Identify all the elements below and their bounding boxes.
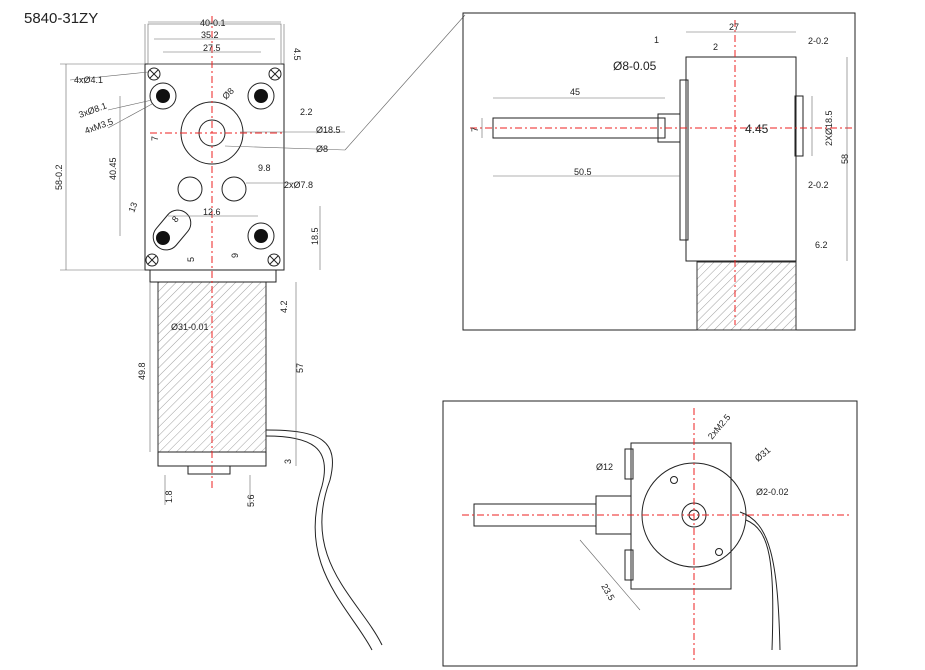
- dim-3: 3: [283, 459, 293, 464]
- side-dim-7: 7: [470, 127, 480, 132]
- dim-7: 7: [150, 136, 160, 141]
- side-dim-6-2: 6.2: [815, 240, 828, 250]
- dim-hole-3x: 3xØ8.1: [77, 101, 108, 120]
- rear-dim-23-5: 23.5: [599, 582, 616, 602]
- dim-40: 40-0.1: [200, 18, 226, 28]
- dim-boss-18-5: Ø18.5: [316, 125, 341, 135]
- dim-4-5: 4.5: [292, 48, 302, 61]
- corner-screw-tl: [147, 67, 161, 81]
- rear-dim-31: Ø31: [753, 445, 772, 464]
- dim-shaft-8b: Ø8: [316, 144, 328, 154]
- dim-49-8: 49.8: [137, 362, 147, 380]
- dim-9: 9: [230, 253, 240, 258]
- side-dim-1: 1: [654, 35, 659, 45]
- dim-motor-31: Ø31-0.01: [171, 322, 209, 332]
- dim-35: 35.2: [201, 30, 219, 40]
- dim-12-6: 12.6: [203, 207, 221, 217]
- dim-18-5: 18.5: [310, 227, 320, 245]
- rear-view: [442, 400, 858, 667]
- dim-shaft-8: Ø8: [220, 86, 236, 102]
- dim-2-2: 2.2: [300, 107, 313, 117]
- side-dim-58: 58: [840, 154, 850, 164]
- dim-thread-4x: 4xM3.5: [83, 116, 114, 135]
- side-dim-2-0-2b: 2-0.2: [808, 180, 829, 190]
- dim-1-8: 1.8: [164, 490, 174, 503]
- side-dim-2-0-2a: 2-0.2: [808, 36, 829, 46]
- side-dim-27: 27: [729, 22, 739, 32]
- dim-9-8: 9.8: [258, 163, 271, 173]
- side-dim-2x18-5: 2XØ18.5: [824, 110, 834, 146]
- dim-13: 13: [126, 201, 139, 214]
- dim-27-5: 27.5: [203, 43, 221, 53]
- side-dim-shaft: Ø8-0.05: [613, 59, 657, 73]
- rear-view-frame: [442, 400, 858, 667]
- front-dimensions: 40-0.1 35.2 27.5 4.5 4xØ4.1 3xØ8.1 4xM3.…: [54, 18, 341, 507]
- dim-4-2: 4.2: [279, 300, 289, 313]
- dim-58: 58-0.2: [54, 164, 64, 190]
- dim-5-6: 5.6: [246, 494, 256, 507]
- dim-57: 57: [295, 363, 305, 373]
- side-dim-4-45: 4.45: [745, 122, 769, 136]
- corner-screw-br: [267, 253, 281, 267]
- side-dim-50-5: 50.5: [574, 167, 592, 177]
- side-view: [462, 12, 856, 331]
- rear-dim-m2-5: 2xM2.5: [706, 412, 733, 441]
- dim-hole-4x: 4xØ4.1: [74, 75, 103, 85]
- side-dimensions: 27 1 2 2-0.2 Ø8-0.05 45 7 4.45 2XØ18.5 5…: [470, 22, 850, 250]
- corner-screw-tr: [268, 67, 282, 81]
- dim-40-45: 40.45: [108, 157, 118, 180]
- side-view-frame: [462, 12, 856, 331]
- side-dim-45: 45: [570, 87, 580, 97]
- rear-dim-12: Ø12: [596, 462, 613, 472]
- side-dim-2: 2: [713, 42, 718, 52]
- corner-screw-bl: [145, 253, 159, 267]
- drawing-title: 5840-31ZY: [24, 10, 99, 27]
- dim-hole-2x: 2xØ7.8: [284, 180, 313, 190]
- rear-dim-2: Ø2-0.02: [756, 487, 789, 497]
- front-view: [60, 14, 466, 651]
- dim-5: 5: [186, 257, 196, 262]
- dim-8: 8: [170, 214, 181, 224]
